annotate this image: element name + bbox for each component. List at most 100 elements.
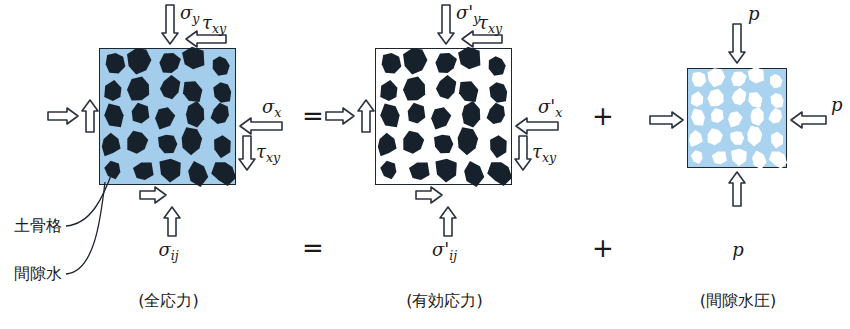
- soil-grain: [407, 102, 425, 123]
- node-caption: (全応力): [100, 291, 237, 310]
- operator-sign: +: [592, 234, 614, 263]
- soil-grain: [769, 74, 781, 88]
- stress-symbol: p: [748, 4, 760, 24]
- label-holder: σy: [180, 3, 199, 23]
- force-arrow: [438, 5, 454, 44]
- soil-grain: [159, 74, 179, 98]
- soil-grain: [691, 71, 705, 86]
- soil-grain: [132, 162, 153, 179]
- soil-grain: [182, 46, 204, 69]
- force-arrow: [416, 187, 442, 203]
- soil-grain: [458, 46, 480, 69]
- soil-element-box: σij(全応力): [99, 48, 236, 185]
- soil-grain: [486, 102, 504, 123]
- soil-grain: [730, 131, 744, 144]
- soil-grain: [181, 127, 201, 155]
- label-holder: τxy: [478, 13, 502, 33]
- soil-grain: [380, 160, 396, 179]
- soil-grain: [710, 107, 723, 122]
- symbol: σ': [456, 2, 473, 23]
- force-arrow: [358, 100, 374, 132]
- soil-grain: [435, 74, 455, 98]
- symbol: τ: [532, 141, 542, 162]
- force-arrow: [162, 5, 178, 44]
- force-arrow: [239, 136, 255, 170]
- stress-symbol: σ'ij: [432, 240, 457, 260]
- stress-symbol: τxy: [532, 142, 556, 162]
- soil-grain: [104, 79, 121, 100]
- soil-grain: [131, 102, 149, 123]
- label-holder: σx: [262, 97, 281, 117]
- force-arrow: [515, 136, 531, 170]
- soil-grain: [727, 111, 742, 127]
- subscript: ij: [171, 248, 179, 263]
- callout-label: 間隙水: [14, 265, 62, 283]
- callout-label: 土骨格: [14, 217, 62, 235]
- soil-grain: [127, 48, 151, 74]
- force-arrow: [516, 118, 558, 134]
- label-holder: =: [302, 102, 324, 131]
- symbol: τ: [478, 12, 488, 33]
- stress-symbol: σy: [180, 3, 199, 23]
- stress-symbol: σx: [262, 97, 281, 117]
- stress-symbol: τxy: [478, 13, 502, 33]
- symbol: σ': [538, 96, 555, 117]
- label-holder: τxy: [256, 142, 280, 162]
- symbol: τ: [256, 141, 266, 162]
- soil-grain: [690, 91, 703, 106]
- soil-grain: [464, 160, 484, 186]
- soil-grain: [381, 52, 401, 73]
- force-arrow: [48, 108, 78, 124]
- subscript: x: [274, 105, 281, 120]
- soil-grain: [435, 52, 457, 72]
- stress-symbol: σ'y: [456, 3, 480, 23]
- symbol: σ: [180, 2, 192, 23]
- subscript: xy: [542, 150, 556, 165]
- soil-grain: [747, 67, 763, 83]
- force-arrow: [650, 112, 683, 128]
- node-caption: p: [688, 240, 788, 260]
- stress-name: (全応力): [138, 292, 198, 310]
- soil-grain: [731, 87, 746, 105]
- soil-grain: [487, 162, 512, 186]
- soil-grain: [689, 129, 703, 146]
- soil-grain: [490, 135, 507, 158]
- soil-element-box: p(間隙水圧): [687, 68, 787, 168]
- stress-symbol: σij: [158, 240, 178, 260]
- soil-element-box: σ'ij(有効応力): [375, 48, 512, 185]
- soil-grain: [380, 79, 397, 100]
- subscript: x: [555, 105, 562, 120]
- soil-grain: [707, 88, 723, 106]
- soil-grain: [127, 130, 148, 153]
- soil-grain: [104, 103, 123, 127]
- soil-grain: [731, 71, 747, 86]
- node-caption: (有効応力): [376, 291, 513, 310]
- subscript: xy: [488, 21, 502, 36]
- force-arrow: [140, 187, 166, 203]
- soil-grain: [210, 102, 228, 123]
- soil-grain: [435, 158, 456, 182]
- soil-grain: [182, 81, 201, 102]
- force-arrow: [440, 207, 456, 236]
- stress-name: (間隙水圧): [700, 292, 776, 310]
- label-holder: p: [831, 95, 843, 115]
- force-arrow: [729, 24, 745, 63]
- soil-grain: [408, 162, 429, 179]
- soil-grain: [431, 107, 451, 129]
- soil-grain: [750, 106, 763, 125]
- subscript: xy: [212, 21, 226, 36]
- label-holder: 間隙水: [14, 264, 62, 283]
- force-arrow: [729, 172, 745, 206]
- soil-grain: [380, 103, 399, 127]
- soil-grain: [690, 108, 704, 125]
- stress-symbol: τxy: [256, 142, 280, 162]
- stress-symbol: τxy: [202, 13, 226, 33]
- soil-grains: [99, 48, 236, 185]
- symbol: σ: [158, 239, 170, 260]
- soil-grain: [731, 148, 747, 165]
- soil-grain: [711, 151, 726, 164]
- soil-grain: [403, 130, 424, 153]
- soil-grain: [770, 131, 782, 148]
- node-caption: (間隙水圧): [688, 291, 788, 310]
- soil-grain: [377, 132, 396, 156]
